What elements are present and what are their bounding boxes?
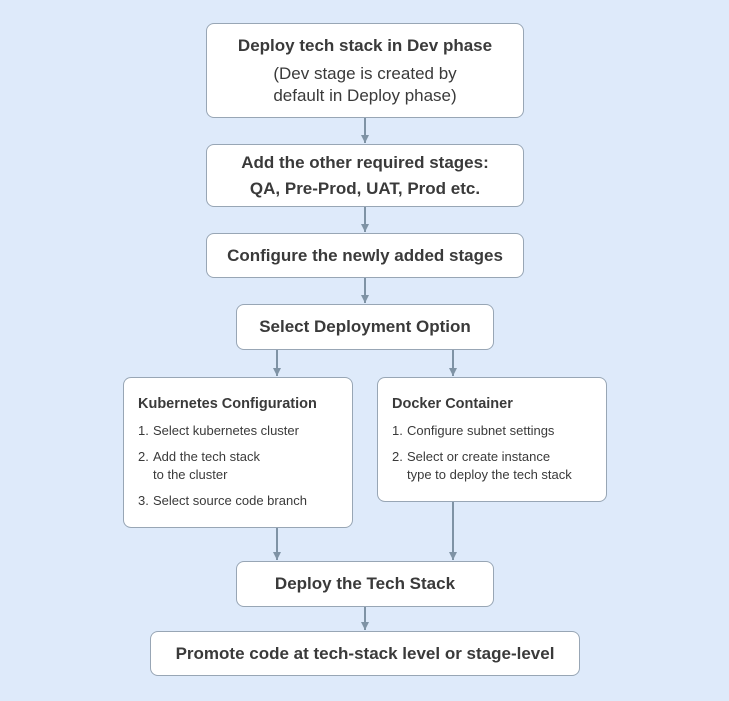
list-item-number: 1. <box>138 423 149 438</box>
step-configure-stages: Configure the newly added stages <box>206 233 524 278</box>
step-add-stages: Add the other required stages: QA, Pre-P… <box>206 144 524 207</box>
list-item: 3. Select source code branch <box>138 492 340 510</box>
list-item: 1. Select kubernetes cluster <box>138 422 340 440</box>
list-item-text: Select source code branch <box>153 493 307 508</box>
step-deploy-dev-title: Deploy tech stack in Dev phase <box>237 35 493 55</box>
step-promote-code-title: Promote code at tech-stack level or stag… <box>175 643 555 663</box>
step-configure-stages-title: Configure the newly added stages <box>227 245 503 265</box>
list-item-number: 3. <box>138 493 149 508</box>
step-add-stages-line2: QA, Pre-Prod, UAT, Prod etc. <box>249 178 481 198</box>
list-item-number: 2. <box>138 449 149 464</box>
list-item-number: 1. <box>392 423 403 438</box>
list-item-text: Select or create instance type to deploy… <box>407 449 572 482</box>
step-deploy-dev: Deploy tech stack in Dev phase (Dev stag… <box>206 23 524 118</box>
kubernetes-config-title: Kubernetes Configuration <box>138 396 317 412</box>
list-item-text: Add the tech stack to the cluster <box>153 449 260 482</box>
docker-container-title: Docker Container <box>392 396 513 412</box>
list-item: 1. Configure subnet settings <box>392 422 594 440</box>
kubernetes-config-list: 1. Select kubernetes cluster 2. Add the te… <box>138 422 340 510</box>
list-item-text: Select kubernetes cluster <box>153 423 299 438</box>
step-deploy-dev-note: (Dev stage is created by default in Depl… <box>273 63 457 105</box>
kubernetes-config-card: Kubernetes Configuration 1. Select kubern… <box>123 377 353 528</box>
list-item-number: 2. <box>392 449 403 464</box>
docker-container-list: 1. Configure subnet settings 2. Select or … <box>392 422 594 484</box>
list-item: 2. Select or create instance type to depl… <box>392 448 594 484</box>
step-deploy-tech-stack-title: Deploy the Tech Stack <box>274 574 456 593</box>
step-add-stages-line1: Add the other required stages: <box>241 152 489 172</box>
docker-container-card: Docker Container 1. Configure subnet sett… <box>377 377 607 502</box>
list-item-text: Configure subnet settings <box>407 423 555 438</box>
step-select-option-title: Select Deployment Option <box>259 317 471 336</box>
step-deploy-tech-stack: Deploy the Tech Stack <box>236 561 494 607</box>
step-promote-code: Promote code at tech-stack level or stag… <box>150 631 580 676</box>
step-select-option: Select Deployment Option <box>236 304 494 350</box>
list-item: 2. Add the tech stack to the cluster <box>138 448 340 484</box>
